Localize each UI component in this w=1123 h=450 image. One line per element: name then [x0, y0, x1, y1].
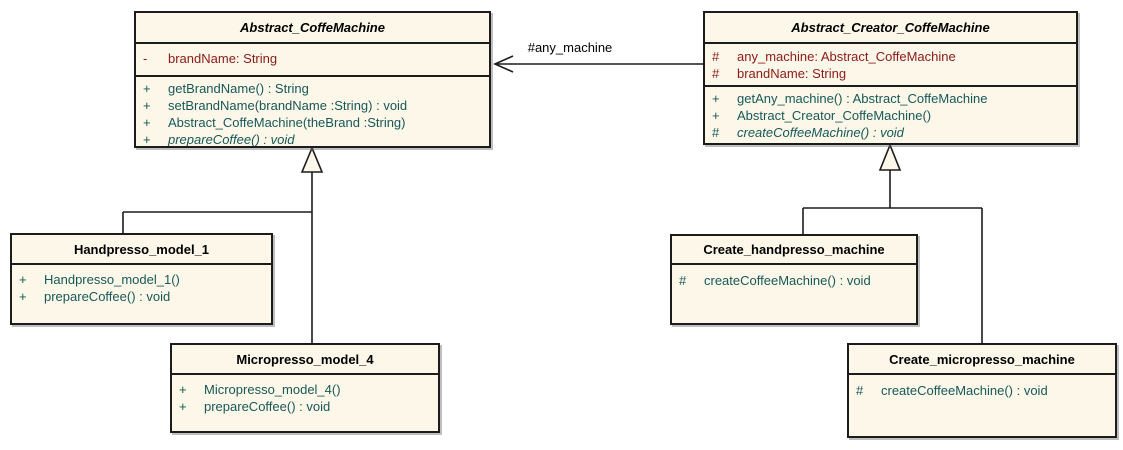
visibility-marker: # [712, 66, 720, 81]
class-title: Abstract_Creator_CoffeMachine [791, 20, 990, 35]
operation-row: + Micropresso_model_4() [179, 381, 434, 398]
visibility-marker: + [143, 132, 151, 146]
member-text: getAny_machine() : Abstract_CoffeMachine [737, 91, 988, 106]
member-text: brandName: String [168, 51, 278, 66]
class-abstract-creator-coffemachine[interactable]: Abstract_Creator_CoffeMachine # any_machi… [703, 11, 1078, 145]
member-text: any_machine: Abstract_CoffeMachine [737, 49, 956, 64]
visibility-marker: + [143, 98, 151, 113]
operation-row: + prepareCoffee() : void [179, 398, 434, 415]
association-label: #any_machine [528, 40, 613, 55]
visibility-marker: + [143, 81, 151, 96]
member-text: prepareCoffee() : void [204, 399, 331, 414]
class-micropresso-model-4[interactable]: Micropresso_model_4 + Micropresso_model_4… [170, 343, 440, 433]
class-create-micropresso-machine[interactable]: Create_micropresso_machine # createCoffee… [847, 343, 1117, 438]
member-text: Handpresso_model_1() [44, 272, 180, 287]
operations-compartment: # createCoffeeMachine() : void [849, 373, 1115, 436]
operations-compartment: + Handpresso_model_1() + prepareCoffee() :… [12, 263, 271, 323]
visibility-marker: + [179, 399, 187, 414]
attributes-compartment: # any_machine: Abstract_CoffeMachine # bra… [705, 42, 1076, 85]
attributes-compartment: - brandName: String [136, 42, 489, 75]
member-text: prepareCoffee() : void [168, 132, 295, 146]
operation-row: + Handpresso_model_1() [19, 271, 267, 288]
generalization-triangle-icon [300, 145, 324, 173]
member-text: getBrandName() : String [168, 81, 309, 96]
visibility-marker: + [19, 272, 27, 287]
visibility-marker: # [679, 273, 687, 288]
operation-row: + Abstract_Creator_CoffeMachine() [712, 107, 1072, 124]
association-any-machine[interactable] [493, 55, 703, 73]
member-text: Micropresso_model_4() [204, 382, 341, 397]
operations-compartment: + Micropresso_model_4() + prepareCoffee() … [172, 373, 438, 431]
operation-row: # createCoffeeMachine() : void [712, 124, 1072, 141]
class-title: Create_handpresso_machine [703, 242, 885, 257]
class-title: Abstract_CoffeMachine [240, 20, 385, 35]
class-title: Micropresso_model_4 [236, 351, 374, 367]
visibility-marker: + [712, 91, 720, 106]
visibility-marker: - [143, 51, 148, 66]
operation-row: + Abstract_CoffeMachine(theBrand :String) [143, 114, 485, 131]
member-text: brandName: String [737, 66, 847, 81]
visibility-marker: + [19, 289, 27, 304]
member-text: createCoffeeMachine() : void [737, 125, 904, 140]
visibility-marker: + [712, 108, 720, 123]
member-text: prepareCoffee() : void [44, 289, 171, 304]
visibility-marker: # [712, 125, 720, 140]
operation-row: + getBrandName() : String [143, 80, 485, 97]
class-title: Handpresso_model_1 [73, 241, 210, 257]
class-title: Create_micropresso_machine [889, 351, 1075, 367]
operation-row: + getAny_machine() : Abstract_CoffeMachin… [712, 90, 1072, 107]
member-text: setBrandName(brandName :String) : void [168, 98, 408, 113]
visibility-marker: # [712, 49, 720, 64]
generalization-left[interactable] [122, 145, 324, 343]
class-handpresso-model-1[interactable]: Handpresso_model_1 + Handpresso_model_1()… [10, 233, 273, 325]
visibility-marker: + [179, 382, 187, 397]
attribute-row: - brandName: String [143, 50, 485, 67]
member-text: Abstract_CoffeMachine(theBrand :String) [168, 115, 406, 130]
operation-row: # createCoffeeMachine() : void [856, 382, 1111, 399]
generalization-triangle-icon [878, 142, 902, 171]
member-text: createCoffeeMachine() : void [704, 273, 871, 288]
operation-row: + setBrandName(brandName :String) : void [143, 97, 485, 114]
operations-compartment: + getBrandName() : String + setBrandName(b… [136, 75, 489, 146]
member-text: createCoffeeMachine() : void [881, 383, 1048, 398]
operations-compartment: + getAny_machine() : Abstract_CoffeMachin… [705, 85, 1076, 143]
operations-compartment: # createCoffeeMachine() : void [672, 263, 916, 323]
visibility-marker: + [143, 115, 151, 130]
member-text: Abstract_Creator_CoffeMachine() [737, 108, 932, 123]
class-create-handpresso-machine[interactable]: Create_handpresso_machine # createCoffeeM… [670, 234, 918, 325]
class-abstract-coffemachine[interactable]: Abstract_CoffeMachine - brandName: String… [134, 11, 491, 148]
operation-row: # createCoffeeMachine() : void [679, 272, 912, 289]
visibility-marker: # [856, 383, 864, 398]
operation-row: + prepareCoffee() : void [143, 131, 485, 146]
generalization-right[interactable] [802, 142, 983, 343]
open-arrowhead-icon [493, 55, 514, 73]
attribute-row: # any_machine: Abstract_CoffeMachine [712, 48, 1072, 65]
attribute-row: # brandName: String [712, 65, 1072, 82]
operation-row: + prepareCoffee() : void [19, 288, 267, 305]
